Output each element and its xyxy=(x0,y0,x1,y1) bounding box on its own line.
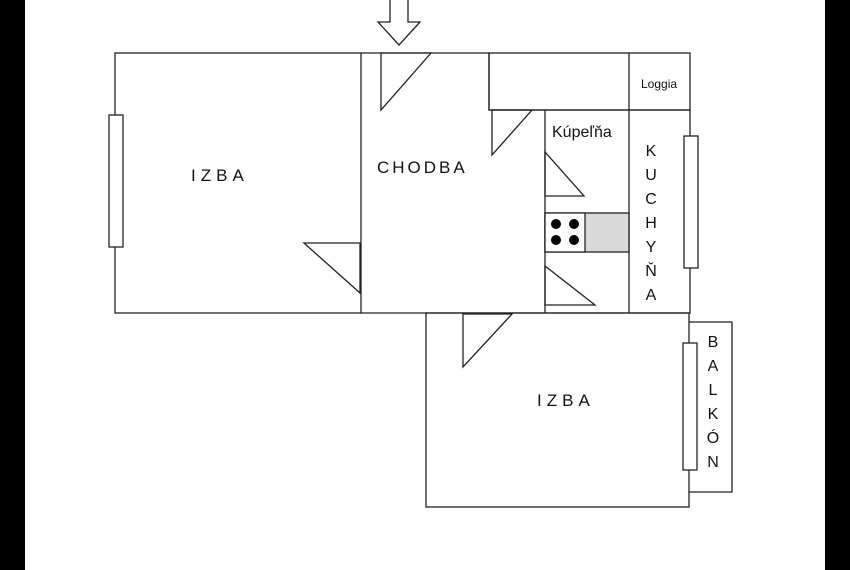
balcony-letter: N xyxy=(707,454,719,471)
balcony-letter: L xyxy=(708,382,718,399)
burner-icon xyxy=(551,219,561,229)
window-left xyxy=(108,114,124,248)
hallway-outline xyxy=(361,52,546,314)
window-kitchen xyxy=(683,135,699,269)
label-hallway: CHODBA xyxy=(377,158,468,177)
door-kitchen-1 xyxy=(544,150,586,197)
balcony-letter: Ó xyxy=(706,430,720,447)
kitchen-letter: Ň xyxy=(645,263,657,280)
door-bathroom xyxy=(491,109,534,157)
label-kitchen-vertical: K U C H Y Ň A xyxy=(641,140,661,308)
balcony-letter: K xyxy=(707,406,719,423)
door-entrance xyxy=(380,52,433,112)
stove-burners xyxy=(551,219,579,245)
balcony-letter: A xyxy=(707,358,719,375)
floor-plan-canvas: IZBA CHODBA Loggia Kúpeľňa IZBA K U C H … xyxy=(25,0,825,570)
door-left-room xyxy=(302,242,361,295)
burner-icon xyxy=(569,219,579,229)
door-bottom-room xyxy=(462,313,514,369)
kitchen-letter: A xyxy=(645,287,657,304)
burner-icon xyxy=(569,235,579,245)
label-balcony-vertical: B A L K Ó N xyxy=(703,331,723,475)
kitchen-letter: H xyxy=(645,215,657,232)
burner-icon xyxy=(551,235,561,245)
window-balcony xyxy=(682,342,698,471)
kitchen-letter: K xyxy=(645,143,657,160)
kitchen-letter: U xyxy=(645,167,657,184)
stove xyxy=(544,212,586,253)
kitchen-letter: C xyxy=(645,191,657,208)
balcony-letter: B xyxy=(707,334,719,351)
label-loggia: Loggia xyxy=(641,77,678,91)
door-kitchen-2 xyxy=(544,264,597,306)
entrance-arrow-icon xyxy=(376,0,422,46)
label-room-left: IZBA xyxy=(191,166,249,185)
balcony-outline xyxy=(689,321,733,493)
label-bathroom: Kúpeľňa xyxy=(552,124,612,141)
label-room-bottom: IZBA xyxy=(537,391,595,410)
kitchen-letter: Y xyxy=(645,239,657,256)
